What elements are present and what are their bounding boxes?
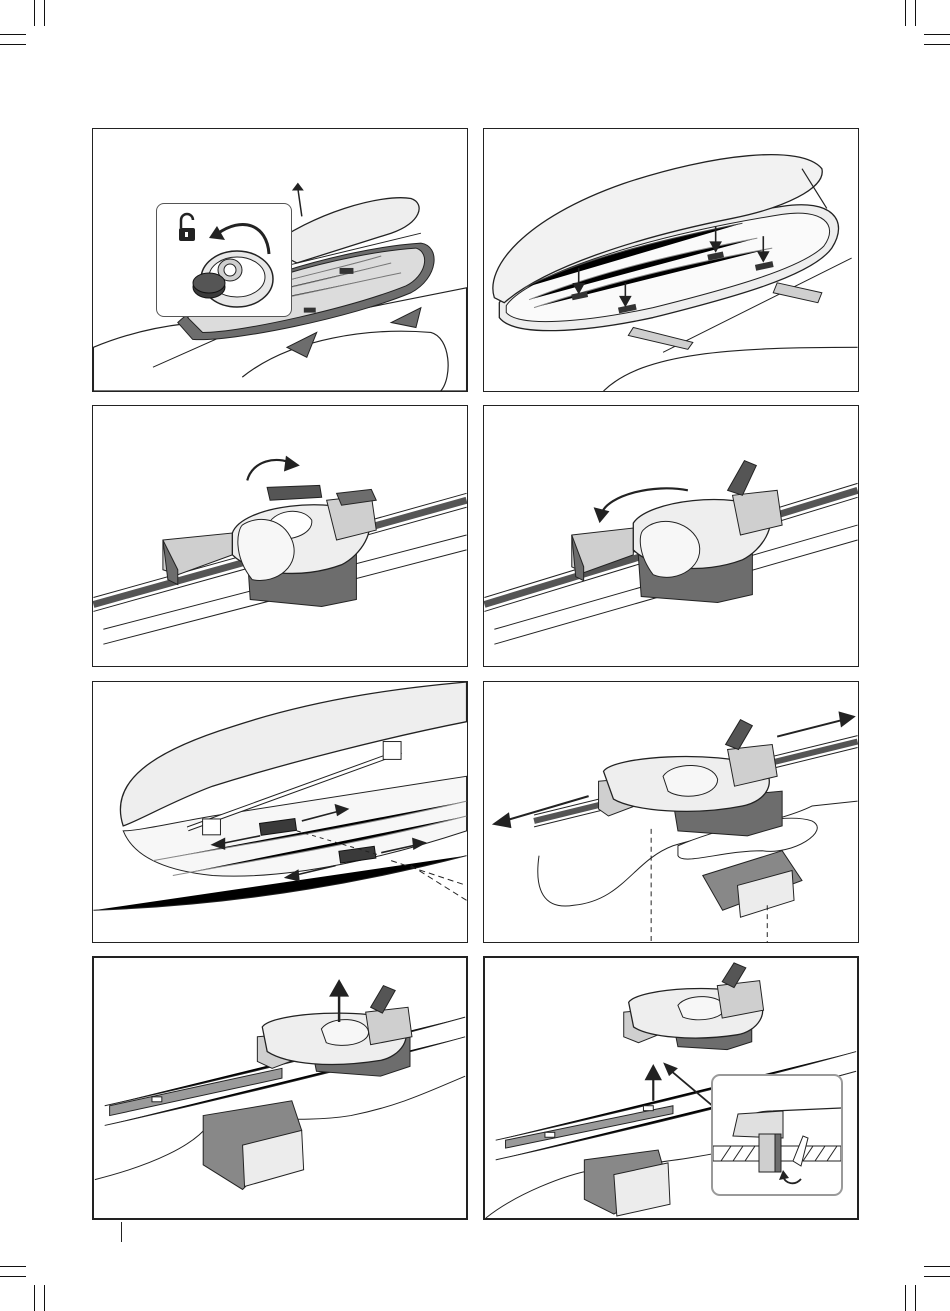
crop-mark	[0, 1276, 26, 1277]
page-footer-rule	[121, 1222, 122, 1242]
crop-mark	[924, 1276, 950, 1277]
panel-clamp-positions	[483, 128, 859, 392]
crop-mark	[915, 0, 916, 26]
crop-mark	[915, 1285, 916, 1311]
pull-clamp-up-illustration	[94, 958, 466, 1218]
position-over-bar-illustration	[484, 682, 858, 942]
crop-mark	[34, 0, 35, 26]
panel-position-over-bar	[483, 681, 859, 943]
unlock-icon	[179, 214, 195, 241]
lock-detail-illustration	[157, 204, 291, 316]
crop-mark	[0, 44, 26, 45]
crop-mark	[905, 0, 906, 26]
panel-clamp-detail	[483, 956, 859, 1220]
crop-mark	[44, 0, 45, 26]
crop-mark	[924, 34, 950, 35]
rotate-arrow-icon	[247, 456, 300, 481]
panel-unlock-open-lid	[92, 128, 468, 392]
engagement-detail-inset	[711, 1074, 843, 1196]
slide-clamps-illustration	[93, 682, 467, 942]
curved-arrow-icon	[779, 1170, 801, 1183]
up-arrow-icon	[646, 1066, 660, 1100]
open-box-illustration	[484, 129, 858, 391]
lift-handle-illustration	[93, 406, 467, 666]
panel-slide-clamps	[92, 681, 468, 943]
key-turn-arrow-icon	[209, 224, 269, 254]
panel-rotate-open	[483, 405, 859, 667]
crop-mark	[924, 44, 950, 45]
engagement-detail-illustration	[713, 1076, 841, 1194]
crop-mark	[44, 1285, 45, 1311]
panel-pull-clamp-up	[92, 956, 468, 1220]
crop-mark	[905, 1285, 906, 1311]
panel-lift-handle	[92, 405, 468, 667]
lock-detail-inset	[156, 203, 292, 317]
crop-mark	[924, 1266, 950, 1267]
crop-mark	[34, 1285, 35, 1311]
crop-mark	[0, 34, 26, 35]
rotate-open-illustration	[484, 406, 858, 666]
crop-mark	[0, 1266, 26, 1267]
